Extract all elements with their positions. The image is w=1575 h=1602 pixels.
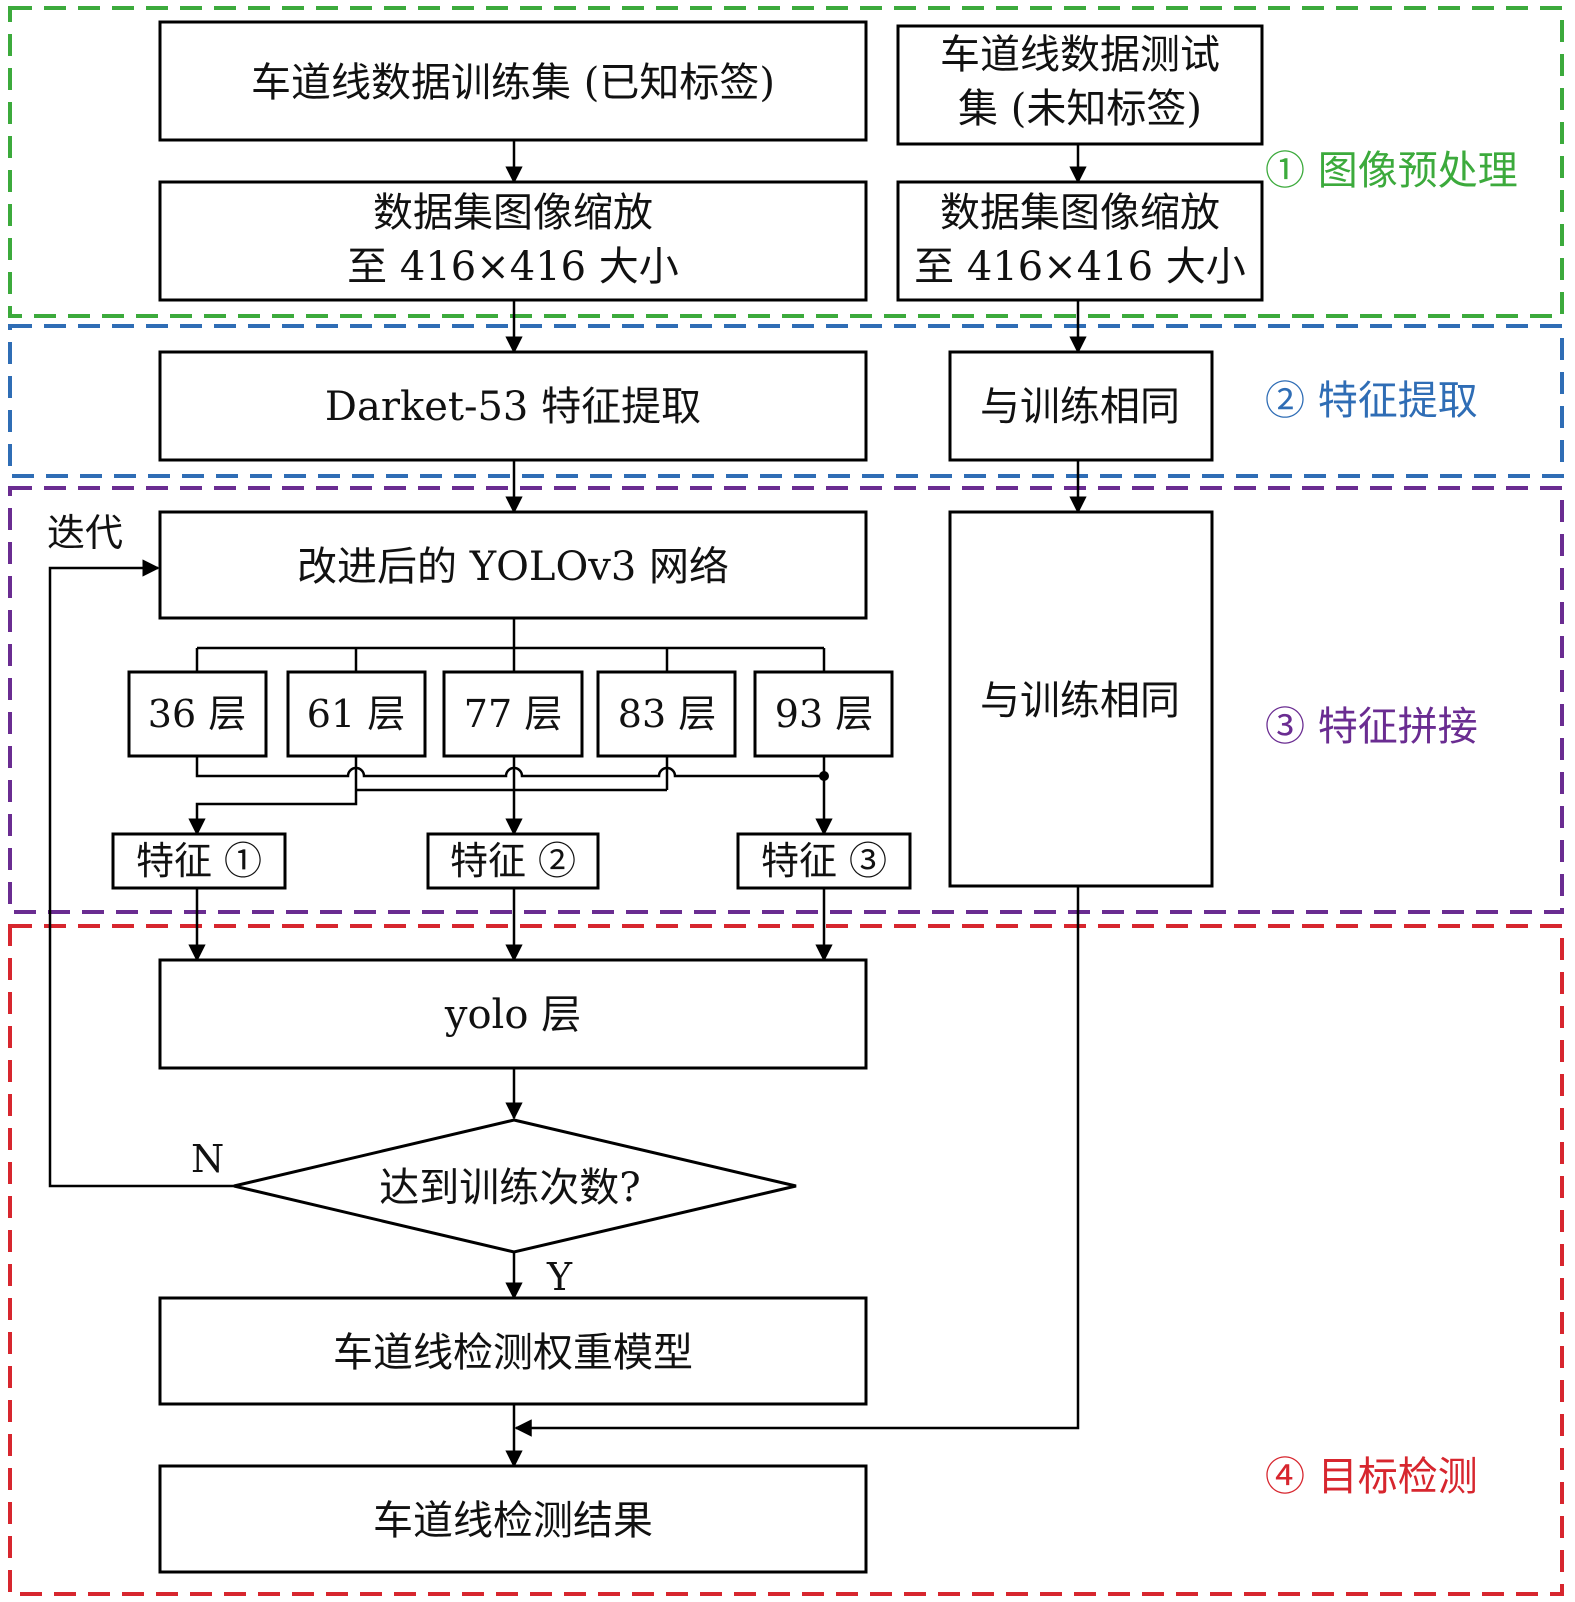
node-feature-3 [736,832,912,890]
edge-61-to-feature1 [188,756,358,836]
node-weight-model [158,1296,868,1406]
edge-label-no: N [191,1137,224,1181]
node-same-as-train-1-text: 与训练相同 [980,384,1180,430]
node-resize-test [896,180,1264,302]
junction-dot [819,771,829,781]
node-result-text: 车道线检测结果 [373,1498,653,1544]
edge-test-to-result [514,886,1080,1437]
node-layer-61 [286,670,427,758]
node-layer-36 [127,670,268,758]
node-layer-83 [596,670,737,758]
region-preprocess-frame [8,6,1564,318]
node-same-as-train-2 [948,510,1214,888]
node-layer-93-text: 93 层 [775,692,873,736]
region-label-preprocess: ① 图像预处理 [1265,148,1518,194]
node-feature-1-text: 特征 ① [136,839,262,883]
node-train-set [158,20,868,142]
node-yolo-layer [158,958,868,1070]
node-decision [233,1118,797,1254]
node-test-set [896,24,1264,146]
node-test-set-text-2: 集 (未知标签) [958,86,1202,132]
node-resize-test-text-2: 至 416×416 大小 [914,244,1246,290]
node-same-as-train-2-text: 与训练相同 [980,678,1180,724]
node-darknet-text: Darket-53 特征提取 [325,384,701,430]
node-resize-test-text-1: 数据集图像缩放 [940,190,1220,236]
region-feature-concat-frame [8,486,1564,914]
node-resize-train-text-2: 至 416×416 大小 [347,244,679,290]
edge-label-iterate: 迭代 [47,511,123,555]
node-yolo-layer-text: yolo 层 [444,992,581,1038]
node-weight-model-text: 车道线检测权重模型 [333,1330,693,1376]
region-label-feature-extract: ② 特征提取 [1265,378,1478,424]
edge-decision-no-loop [48,559,234,1188]
edge-concat-upper [195,756,824,778]
node-layer-77-text: 77 层 [464,692,562,736]
node-layer-36-text: 36 层 [148,692,246,736]
region-detection-frame [8,924,1564,1596]
node-feature-2-text: 特征 ② [450,839,576,883]
node-test-set-text-1: 车道线数据测试 [940,32,1220,78]
node-yolov3 [158,510,868,620]
region-label-detection: ④ 目标检测 [1265,1454,1478,1500]
node-resize-train-text-1: 数据集图像缩放 [373,190,653,236]
node-darknet [158,350,868,462]
node-resize-train [158,180,868,302]
node-same-as-train-1 [948,350,1214,462]
node-layer-83-text: 83 层 [618,692,716,736]
node-layer-93 [753,670,894,758]
edge-label-yes: Y [546,1255,573,1299]
node-feature-2 [426,832,600,890]
node-layer-77 [442,670,584,758]
node-feature-1 [111,832,287,890]
node-feature-3-text: 特征 ③ [761,839,887,883]
node-result [158,1464,868,1574]
node-train-set-text: 车道线数据训练集 (已知标签) [251,60,775,106]
node-decision-text: 达到训练次数? [379,1165,640,1211]
node-yolov3-text: 改进后的 YOLOv3 网络 [297,544,729,590]
region-label-feature-concat: ③ 特征拼接 [1265,704,1478,750]
node-layer-61-text: 61 层 [307,692,405,736]
